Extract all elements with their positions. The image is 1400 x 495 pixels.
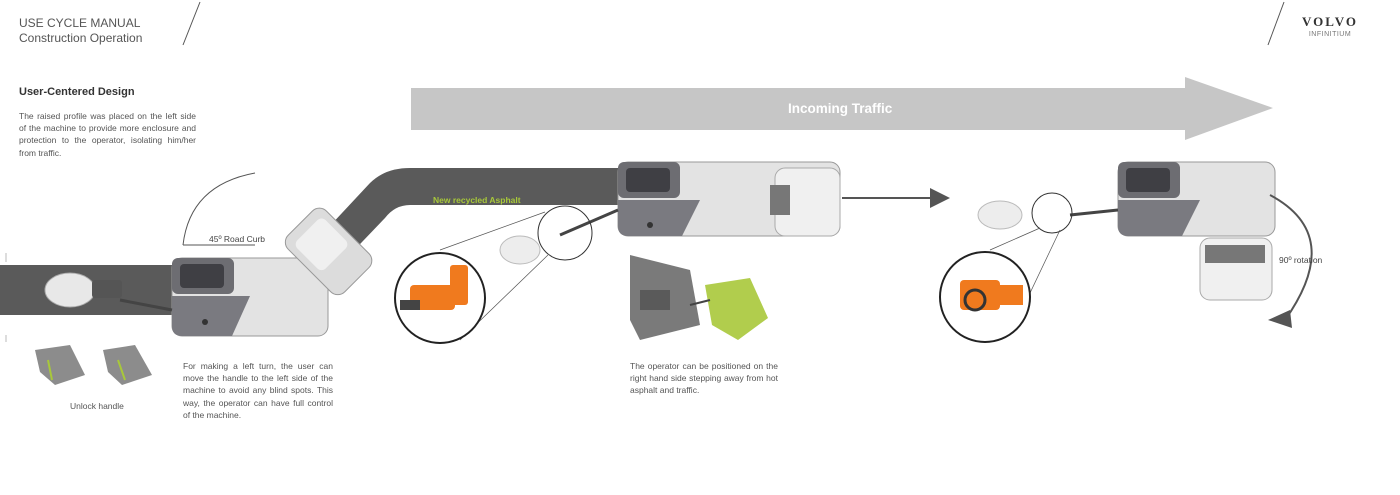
volvo-logo: VOLVO xyxy=(1302,14,1358,29)
road-curb-label: 45º Road Curb xyxy=(209,234,266,244)
section-title: User-Centered Design xyxy=(19,86,135,98)
header-line-2: Construction Operation xyxy=(19,31,143,45)
operator-handle-left xyxy=(44,272,173,312)
machine-right xyxy=(1117,161,1276,301)
rotation-label: 90º rotation xyxy=(1279,255,1323,265)
operator-handle-right xyxy=(977,192,1119,234)
incoming-traffic-label: Incoming Traffic xyxy=(788,101,893,116)
operator-handle-middle xyxy=(499,205,619,265)
zoom-detail-right xyxy=(939,251,1031,343)
machine-left xyxy=(171,257,329,337)
header-divider-left xyxy=(182,1,201,46)
section-description: The raised profile was placed on the lef… xyxy=(19,111,196,158)
travel-arrow-head xyxy=(930,188,950,208)
unlock-handle-thumbnails xyxy=(35,345,152,385)
recycled-asphalt-label: New recycled Asphalt xyxy=(433,195,521,205)
rotation-arc xyxy=(1269,194,1313,321)
zoom-line-top xyxy=(439,211,546,251)
zoom-line-right-top xyxy=(989,227,1041,251)
header-divider-right xyxy=(1267,1,1285,46)
machine-middle xyxy=(617,161,841,237)
brand-block: VOLVO INFINITIUM xyxy=(1302,14,1358,38)
asphalt-lane-curve xyxy=(300,168,620,265)
header-line-1: USE CYCLE MANUAL xyxy=(19,16,141,30)
machine-left-rotated xyxy=(284,207,373,296)
operator-position-caption: The operator can be positioned on the ri… xyxy=(630,361,778,396)
left-turn-caption: For making a left turn, the user can mov… xyxy=(183,361,333,420)
zoom-detail-middle xyxy=(394,252,486,344)
rotation-arrow-head xyxy=(1268,310,1292,328)
brand-subtitle: INFINITIUM xyxy=(1308,31,1352,38)
document-header: USE CYCLE MANUAL Construction Operation xyxy=(19,16,142,46)
curb-arc xyxy=(182,172,256,246)
operator-position-illustration xyxy=(630,255,768,340)
incoming-traffic-arrow xyxy=(411,77,1273,140)
unlock-handle-label: Unlock handle xyxy=(70,401,124,411)
